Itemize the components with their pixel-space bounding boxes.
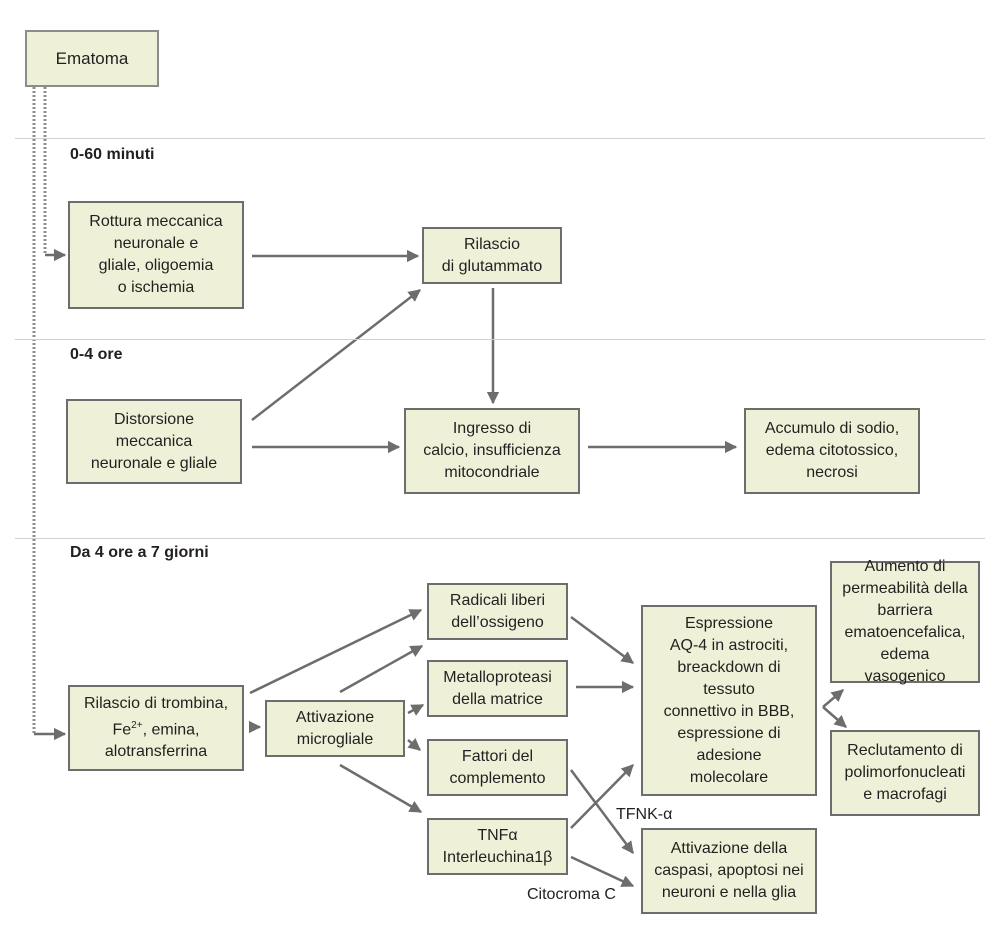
node-metalloproteasi: Metalloproteasi della matrice — [427, 660, 568, 717]
dotted-connector — [32, 87, 47, 735]
arrow-tnf-caspasi — [570, 855, 635, 888]
node-rilascio-glutammato: Rilascio di glutammato — [422, 227, 562, 284]
label-citocroma-c: Citocroma C — [527, 886, 616, 903]
arrow-distorsione-glutammato — [251, 289, 421, 421]
node-attivazione-caspasi: Attivazione della caspasi, apoptosi nei … — [641, 828, 817, 914]
phase-divider-3 — [15, 538, 985, 539]
node-accumulo-sodio: Accumulo di sodio, edema citotossico, ne… — [744, 408, 920, 494]
node-aumento-permeabilita: Aumento di permeabilità della barriera e… — [830, 558, 980, 685]
phase-divider-2 — [15, 339, 985, 340]
phase-label-0-60-minuti: 0-60 minuti — [70, 146, 155, 163]
arrow-microglia-complemento — [407, 737, 421, 751]
arrow-group — [34, 248, 847, 888]
arrow-microglia-metallo — [407, 703, 425, 716]
arrow-microglia-metallo-up — [339, 644, 424, 694]
node-ingresso-calcio: Ingresso di calcio, insufficienza mitoco… — [404, 408, 580, 494]
arrow-trombina-radicali — [249, 608, 423, 695]
node-fattori-complemento: Fattori del complemento — [427, 739, 568, 796]
superscript-2plus: 2+ — [131, 719, 143, 731]
node-tnf-interleuchina: TNFα Interleuchina1β — [427, 818, 568, 875]
phase-label-0-4-ore: 0-4 ore — [70, 346, 123, 363]
arrow-tnf-espressione — [570, 764, 634, 829]
arrow-complemento-caspasi — [569, 769, 635, 855]
node-rilascio-trombina: Rilascio di trombina,Fe2+, emina, alotra… — [68, 685, 244, 771]
node-ematoma: Ematoma — [25, 30, 159, 87]
phase-divider-1 — [15, 138, 985, 139]
node-radicali-liberi: Radicali liberi dell’ossigeno — [427, 583, 568, 640]
arrow-espressione-reclutamento — [822, 706, 847, 728]
node-attivazione-microgliale: Attivazione microgliale — [265, 700, 405, 757]
arrow-radicali-espressione — [570, 615, 635, 665]
label-tfnk-alpha: TFNK-α — [616, 806, 673, 823]
arrow-espressione-permeabilita — [822, 689, 844, 708]
node-distorsione-meccanica: Distorsione meccanica neuronale e gliale — [66, 399, 242, 484]
node-rottura-meccanica: Rottura meccanica neuronale e gliale, ol… — [68, 201, 244, 309]
node-espressione-aq4: Espressione AQ-4 in astrociti, breackdow… — [641, 605, 817, 796]
phase-label-4-ore-7-giorni: Da 4 ore a 7 giorni — [70, 544, 209, 561]
arrow-microglia-tnf — [339, 763, 423, 814]
node-reclutamento: Reclutamento di polimorfonucleati e macr… — [830, 730, 980, 816]
